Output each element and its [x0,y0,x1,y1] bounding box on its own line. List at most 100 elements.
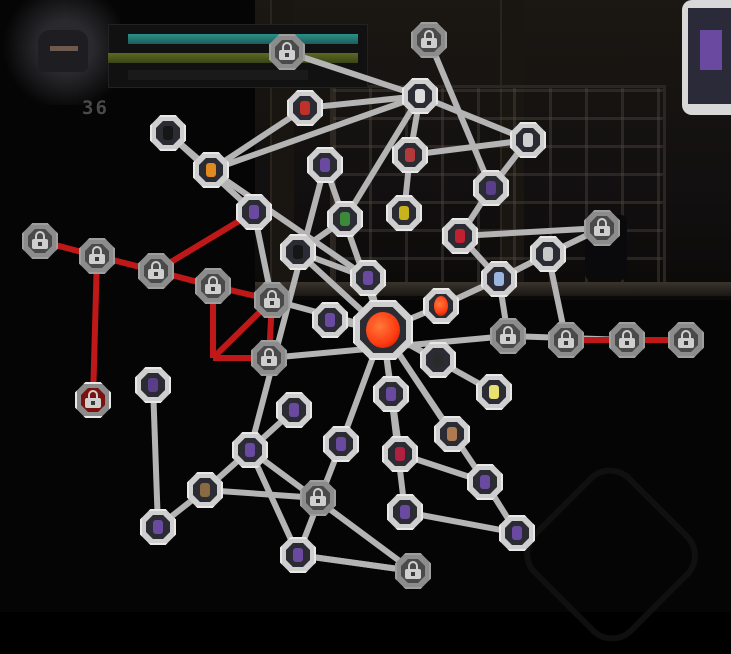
skill-node-n33[interactable] [75,382,111,418]
skill-node-n13[interactable] [350,260,386,296]
skill-node-n24[interactable] [254,282,290,318]
skill-node-n9[interactable] [392,137,428,173]
lock-icon [261,348,277,366]
skill-node-n25[interactable] [195,268,231,304]
skill-node-n43[interactable] [140,509,176,545]
explosion-icon [206,163,216,177]
throwing-star-icon [523,133,533,147]
skill-node-face [440,422,464,446]
shuriken-icon [336,437,346,451]
flame-slash-icon [366,312,400,348]
skill-node-face [193,478,217,502]
ninja-slide-icon [512,526,522,540]
locked-skill-link [90,255,100,401]
skill-node-n15[interactable] [442,218,478,254]
skill-link [459,225,603,239]
skill-node-face [81,388,105,412]
star-burst-icon [489,385,499,399]
skill-node-n10[interactable] [327,201,363,237]
character-select-card[interactable] [682,0,731,115]
shadow-figure-icon [163,126,173,140]
skill-node-n29[interactable] [668,322,704,358]
skill-node-n2[interactable] [411,22,447,58]
ninja-leap-icon [289,403,299,417]
skill-node-face [392,201,416,225]
train-icon [405,148,415,162]
skill-node-n16[interactable] [236,194,272,230]
skill-node-n36[interactable] [373,376,409,412]
skill-node-face [286,543,310,567]
score-counter: 36 [82,97,109,119]
skill-node-face [401,559,425,583]
skill-node-n31[interactable] [79,238,115,274]
skill-node-n38[interactable] [476,374,512,410]
lock-icon [264,290,280,308]
skill-link [209,167,370,281]
skill-node-n47[interactable] [300,480,336,516]
skill-node-face [257,346,281,370]
lock-icon [32,231,48,249]
ninja-dash-icon [320,158,330,172]
skill-node-n32[interactable] [138,253,174,289]
skill-node-n14[interactable] [280,234,316,270]
skill-node-n50[interactable] [280,537,316,573]
skill-node-n41[interactable] [232,432,268,468]
skill-node-n45[interactable] [467,464,503,500]
skill-node-n23[interactable] [490,318,526,354]
skill-node-n3[interactable] [312,302,348,338]
skill-node-n39[interactable] [434,416,470,452]
skill-node-n37[interactable] [323,426,359,462]
skill-node-n6[interactable] [473,170,509,206]
ninja-character-icon [700,30,722,70]
skill-node-n11[interactable] [386,195,422,231]
ninja-lunge-icon [480,475,490,489]
shadow-figure-icon [293,245,303,259]
skill-node-n35[interactable] [307,147,343,183]
skill-link [286,49,421,99]
skill-node-n46[interactable] [135,367,171,403]
skill-node-face [516,128,540,152]
skill-link [342,94,423,221]
skill-node-face [388,442,412,466]
skill-node-n20[interactable] [423,288,459,324]
lock-icon [205,276,221,294]
skill-node-n28[interactable] [609,322,645,358]
skill-node-face [429,294,453,318]
skill-node-n1[interactable] [269,34,305,70]
skill-node-n34[interactable] [420,342,456,378]
skill-node-n49[interactable] [499,515,535,551]
skill-node-n40[interactable] [276,392,312,428]
skill-node-n44[interactable] [382,436,418,472]
ninja-roll-icon [386,387,396,401]
skill-link [297,552,414,574]
skill-node-n51[interactable] [395,553,431,589]
skill-node-n7[interactable] [287,90,323,126]
skill-node-n12[interactable] [193,152,229,188]
skill-node-face [28,229,52,253]
skill-node-n17[interactable] [584,210,620,246]
skill-node-n27[interactable] [251,340,287,376]
skill-node-face [144,259,168,283]
yellow-ninja-icon [399,206,409,220]
skill-node-n5[interactable] [510,122,546,158]
skill-link [150,384,161,528]
skill-node-n19[interactable] [481,261,517,297]
skill-node-n48[interactable] [387,494,423,530]
lock-icon [310,488,326,506]
skill-node-n4[interactable] [402,78,438,114]
skill-node-n30[interactable] [22,223,58,259]
skill-node-n26[interactable] [548,322,584,358]
skill-node-n18[interactable] [530,236,566,272]
ninja-dash-icon [400,505,410,519]
skill-link [404,509,518,536]
skill-node-n8[interactable] [150,115,186,151]
lock-icon [85,390,101,408]
lock-icon [405,561,421,579]
ninja-slide-icon [153,520,163,534]
skill-node-face [393,500,417,524]
skill-node-face [282,398,306,422]
skill-node-core[interactable] [353,300,413,360]
skill-node-face [426,348,450,372]
brute-icon [447,427,457,441]
skill-node-n42[interactable] [187,472,223,508]
